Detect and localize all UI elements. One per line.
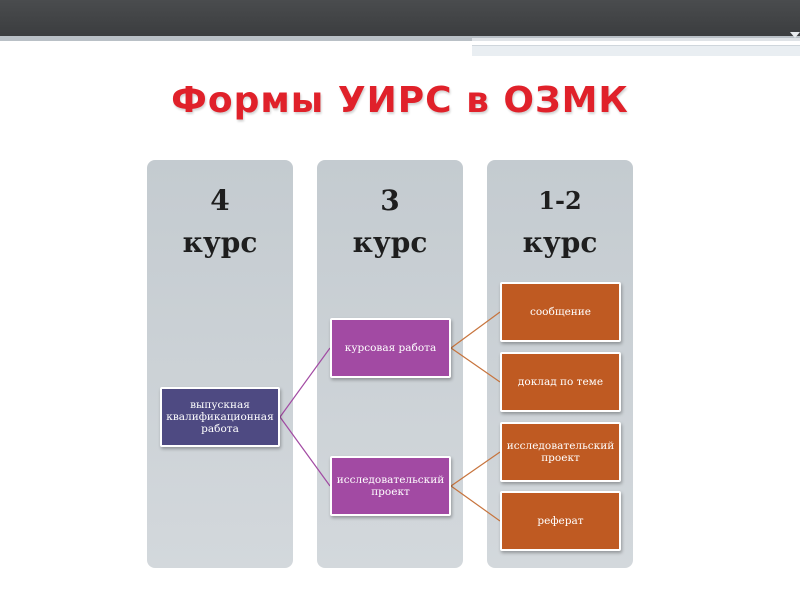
node-doklad: доклад по теме — [500, 352, 621, 412]
header-stripe — [0, 36, 800, 41]
node-referat: реферат — [500, 491, 621, 551]
column-label: курс — [522, 226, 598, 259]
slide-title: Формы УИРС в ОЗМК — [171, 80, 629, 121]
node-vkr: выпускная квалификационная работа — [160, 387, 280, 447]
column-course-4: 4 курс — [147, 160, 293, 568]
node-issled-proekt: исследовательский проект — [330, 456, 451, 516]
column-label: курс — [182, 226, 258, 259]
header-accent-line — [472, 38, 800, 41]
header-bar — [0, 0, 800, 36]
column-number: 3 — [380, 184, 400, 217]
node-kursovaya: курсовая работа — [330, 318, 451, 378]
node-issled-proekt-2: исследовательский проект — [500, 422, 621, 482]
corner-arrow-icon — [790, 32, 800, 38]
node-soobshenie: сообщение — [500, 282, 621, 342]
column-number: 4 — [210, 184, 230, 217]
header-accent-band — [472, 45, 800, 56]
column-number: 1-2 — [538, 186, 582, 215]
column-label: курс — [352, 226, 428, 259]
